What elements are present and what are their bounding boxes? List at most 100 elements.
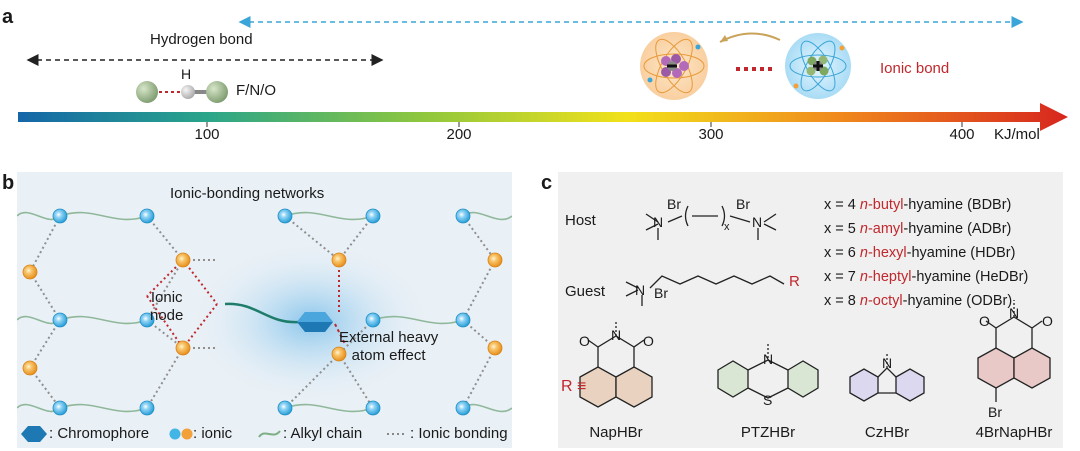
host-br-right: Br [736,196,750,212]
legend-alkyl: : Alkyl chain [283,425,363,442]
panel-a-graphic [18,16,1068,131]
ionic-bonding-link [462,259,496,321]
alkyl-chain-link [284,211,374,221]
series-chain: -heptyl [867,269,912,285]
nap-n: N [611,327,622,343]
host-x-subscript: x [724,221,730,233]
ionic-node-orange [487,340,503,356]
ionic-bonding-link [338,353,374,409]
ionic-orange-icon [181,428,193,440]
ionic-node-blue [365,400,381,416]
ionic-node-blue [52,400,68,416]
host-n-left: N [653,214,664,230]
series-compound: -hyamine (BDBr) [903,197,1012,213]
guest-label: Guest [565,283,606,300]
guest-structure [625,275,785,306]
alkyl-chain-icon [258,430,281,438]
molecule-structures [579,205,1051,408]
legend-chromophore: : Chromophore [49,425,150,442]
series-x-value: x = 7 [824,269,860,285]
ionic-node-blue [365,208,381,224]
alkyl-series-item: x = 8 n-octyl-hyamine (ODBr) [824,293,1012,309]
acceptor-label: F/N/O [236,82,276,99]
ionic-node-orange [331,252,347,268]
ionic-node-bond [146,259,184,297]
h-atom-label: H [181,66,192,82]
phenothiazine-structure [717,344,819,399]
ionic-bonding-link [29,319,61,369]
ionic-bonding-link [29,271,61,321]
naphthalimide-structure [579,322,653,408]
axis-tick-label: 100 [194,126,220,143]
host-br-left: Br [667,196,681,212]
anion-sphere [640,32,708,100]
series-n-prefix: n [859,245,868,261]
alkyl-chain-link [59,315,148,325]
ionic-node-blue [455,312,471,328]
guest-br: Br [654,285,668,301]
alkyl-series-item: x = 6 n-hexyl-hyamine (HDBr) [824,245,1015,261]
ionic-node-bond [182,303,218,349]
ionic-node-orange [22,264,38,280]
alkyl-series-item: x = 5 n-amyl-hyamine (ADBr) [824,221,1011,237]
series-compound: -hyamine (HeDBr) [911,269,1029,285]
alkyl-chain-link [372,315,464,325]
ptz-s: S [763,392,773,408]
host-structure [645,205,777,240]
brnap-n: N [1009,305,1020,321]
ionic-bonding-link [284,215,340,261]
axis-tick-label: 200 [446,126,472,143]
ionic-node-blue [139,312,155,328]
ionic-node-label: Ionic node [150,289,184,324]
legend-ionic-bonding: : Ionic bonding [410,425,508,442]
series-chain: -hexyl [867,245,907,261]
ionic-node-orange [22,360,38,376]
network-graphic [17,208,512,416]
series-x-value: x = 6 [824,245,860,261]
molecule-name-4brnaphbr: 4BrNapHBr [975,424,1053,441]
series-compound: -hyamine (HDBr) [906,245,1016,261]
ionic-bonding-link [338,215,374,261]
ionic-node-bond [146,295,184,349]
ionic-node-blue [139,400,155,416]
ionic-bonding-link [29,215,61,273]
ionic-bond-label: Ionic bond [880,60,950,77]
nap-o-left: O [579,333,590,349]
molecule-name-ptzhbr: PTZHBr [740,424,796,441]
ionic-node-bond [182,259,218,305]
brnap-o-right: O [1042,313,1053,329]
chromophore [297,312,333,332]
alkyl-chain-link [59,211,148,221]
alkyl-chain-link [59,403,148,413]
series-x-value: x = 4 [824,197,860,213]
ionic-node-blue [139,208,155,224]
ionic-bonding-link [462,347,496,409]
ionic-node-orange [175,340,191,356]
molecule-name-czhbr: CzHBr [864,424,910,441]
nap-o-right: O [643,333,654,349]
ionic-node-orange [175,252,191,268]
network-title: Ionic-bonding networks [170,185,325,202]
ionic-bonding-link [29,367,61,409]
ionic-bonding-link [338,319,374,355]
ionic-nodes [22,208,503,416]
network-panel: Ionic-bonding networks Ionic node Extern… [17,172,512,448]
axis-tick-marks [206,122,963,127]
ionic-node-orange [487,252,503,268]
heavy-atom-label: External heavy atom effect [339,329,439,364]
series-x-value: x = 8 [824,293,860,309]
series-n-prefix: n [859,221,868,237]
ionic-bonding-link [146,259,184,321]
ionic-node-blue [52,208,68,224]
axis-tick-label: 400 [949,126,975,143]
ptz-n: N [763,351,774,367]
cz-n: N [882,355,893,371]
series-chain: -butyl [867,197,904,213]
hydrogen-bond-label: Hydrogen bond [150,31,253,48]
axis-unit: KJ/mol [994,126,1040,143]
r-equiv-label: R ≡ [561,378,587,395]
panel-b-label: b [2,172,15,194]
transfer-arrow [719,32,781,43]
brnap-o-left: O [979,313,990,329]
ionic-bonding-link [462,215,496,261]
